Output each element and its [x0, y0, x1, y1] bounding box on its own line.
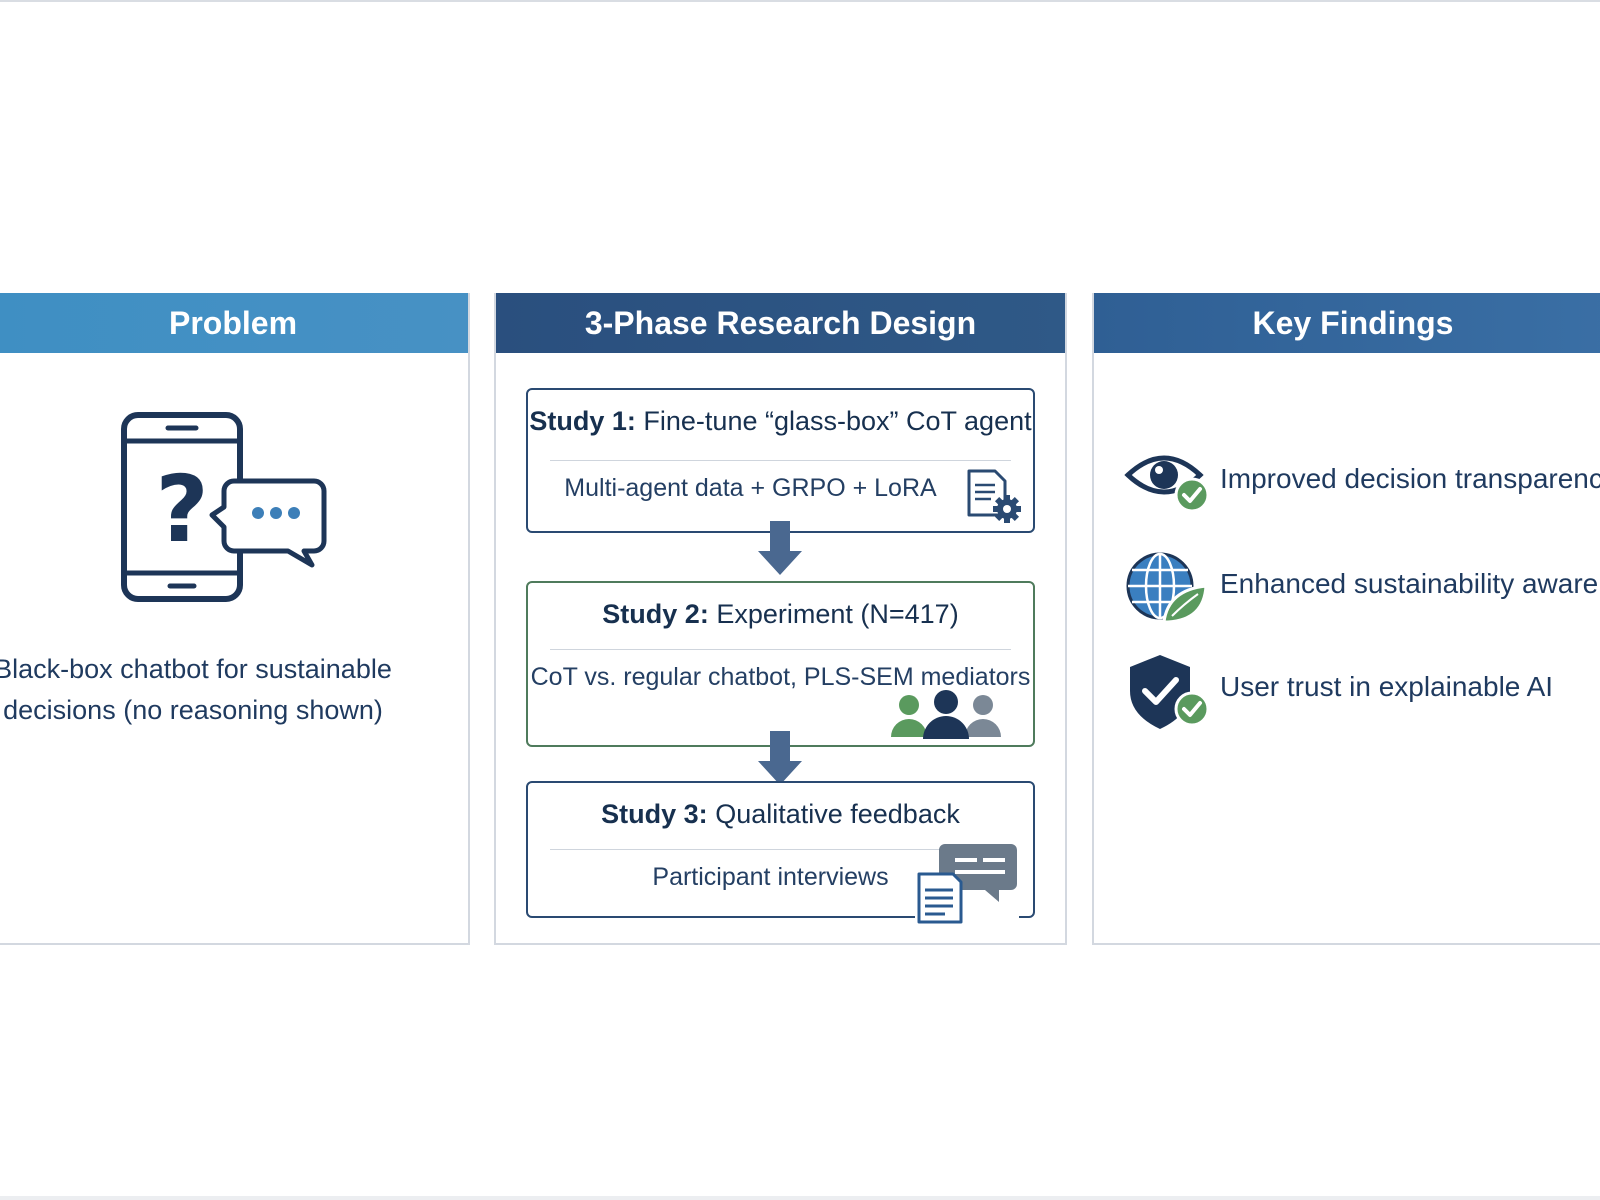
- finding-item: Enhanced sustainability awareness: [1124, 550, 1600, 630]
- study-1-heading: Fine-tune “glass-box” CoT agent: [643, 406, 1032, 436]
- document-gear-icon: [967, 469, 1021, 523]
- finding-item: User trust in explainable AI: [1124, 653, 1600, 733]
- study-1-divider: [550, 460, 1011, 461]
- study-1-detail: Multi-agent data + GRPO + LoRA: [564, 474, 937, 502]
- top-divider: [0, 0, 1600, 2]
- research-design-title: 3-Phase Research Design: [496, 293, 1065, 353]
- research-design-panel: 3-Phase Research Design Study 1: Fine-tu…: [494, 293, 1067, 945]
- down-arrow-icon: [758, 521, 802, 575]
- svg-text:?: ?: [155, 456, 208, 563]
- study-1-card: Study 1: Fine-tune “glass-box” CoT agent…: [526, 388, 1035, 533]
- study-3-detail: Participant interviews: [652, 863, 889, 891]
- study-3-divider: [550, 849, 1011, 850]
- globe-leaf-icon: [1126, 552, 1208, 624]
- problem-description: Black-box chatbot for sustainable decisi…: [0, 649, 398, 731]
- problem-panel: Problem ? Black-box chatbot for sustaina…: [0, 293, 470, 945]
- problem-line-1: Black-box chatbot for sustainable: [0, 654, 392, 684]
- finding-text: Improved decision transparency: [1220, 463, 1600, 494]
- study-3-card: Study 3: Qualitative feedback Participan…: [526, 781, 1035, 930]
- study-1-title: Study 1: Fine-tune “glass-box” CoT agent: [528, 406, 1033, 437]
- study-2-title: Study 2: Experiment (N=417): [528, 599, 1033, 630]
- finding-item: Improved decision transparency: [1124, 445, 1600, 525]
- phone-question-chat-icon: ?: [121, 412, 327, 602]
- shield-check-icon: [1130, 655, 1210, 729]
- finding-text: Enhanced sustainability awareness: [1220, 568, 1600, 599]
- problem-line-2: decisions (no reasoning shown): [3, 695, 383, 725]
- down-arrow-icon: [758, 731, 802, 785]
- study-2-divider: [550, 649, 1011, 650]
- eye-check-icon: [1124, 455, 1210, 513]
- finding-text: User trust in explainable AI: [1220, 671, 1554, 702]
- key-findings-title: Key Findings: [1094, 293, 1600, 353]
- key-findings-panel: Key Findings Improved decision transpare…: [1092, 293, 1600, 945]
- study-2-detail: CoT vs. regular chatbot, PLS-SEM mediato…: [530, 663, 1031, 691]
- bottom-divider: [0, 1196, 1600, 1200]
- document-chat-icon: [915, 844, 1019, 930]
- study-2-card: Study 2: Experiment (N=417) CoT vs. regu…: [526, 581, 1035, 747]
- study-3-label: Study 3:: [601, 799, 708, 829]
- study-3-heading: Qualitative feedback: [715, 799, 960, 829]
- people-group-icon: [881, 689, 1011, 745]
- study-2-label: Study 2:: [602, 599, 709, 629]
- study-3-title: Study 3: Qualitative feedback: [528, 799, 1033, 830]
- study-2-heading: Experiment (N=417): [716, 599, 959, 629]
- study-1-label: Study 1:: [529, 406, 636, 436]
- problem-panel-title: Problem: [0, 293, 468, 353]
